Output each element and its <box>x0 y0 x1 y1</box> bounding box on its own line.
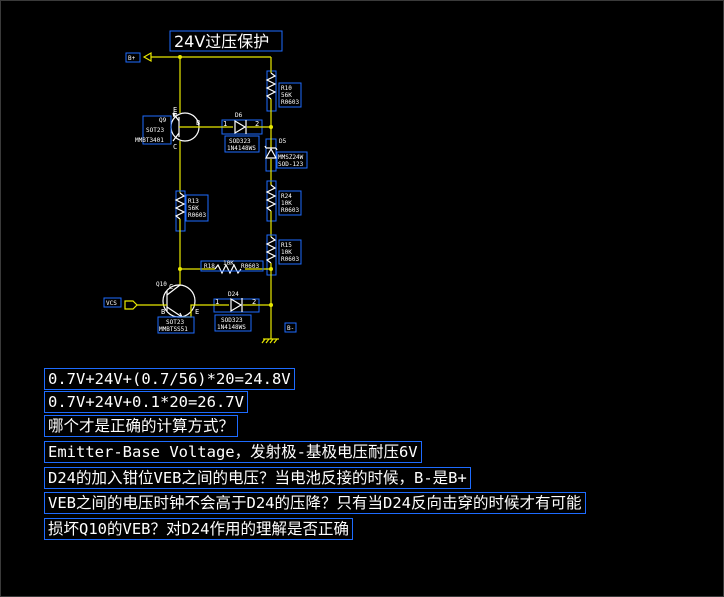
svg-text:SOD-123: SOD-123 <box>278 161 304 168</box>
svg-text:MMSZ24W: MMSZ24W <box>278 154 304 161</box>
svg-text:2: 2 <box>252 298 256 306</box>
note-veb-drop[interactable]: VEB之间的电压时钟不会高于D24的压降？只有当D24反向击穿的时候才有可能 <box>44 492 586 514</box>
bminus-ground[interactable]: B- <box>261 322 297 344</box>
diode-d24[interactable]: D24 1 2 SOD323 1N4148WS <box>209 291 271 332</box>
svg-text:R18: R18 <box>204 263 215 270</box>
svg-text:56K: 56K <box>188 205 199 212</box>
resistor-r24[interactable]: R24 10K R0603 <box>265 180 302 237</box>
svg-text:R13: R13 <box>188 198 199 205</box>
title-box[interactable] <box>169 30 283 52</box>
svg-text:R0603: R0603 <box>241 263 259 270</box>
svg-text:1: 1 <box>223 120 227 128</box>
svg-text:R0603: R0603 <box>188 212 206 219</box>
svg-text:10K: 10K <box>281 249 292 256</box>
resistor-r15[interactable]: R15 10K R0603 <box>265 234 302 335</box>
svg-text:MMBT3401: MMBT3401 <box>135 137 164 144</box>
resistor-r10[interactable]: R10 56K R0603 <box>265 57 302 127</box>
svg-text:B: B <box>196 119 200 127</box>
svg-text:B: B <box>161 308 165 316</box>
svg-text:R0603: R0603 <box>281 99 299 106</box>
svg-text:SOT23: SOT23 <box>146 127 164 134</box>
svg-text:10K: 10K <box>281 200 292 207</box>
svg-text:B-: B- <box>287 325 294 332</box>
svg-text:R0603: R0603 <box>281 256 299 263</box>
schematic-title: 24V过压保护 <box>174 32 269 51</box>
note-d24-understanding[interactable]: 损坏Q10的VEB？对D24作用的理解是否正确 <box>44 518 353 540</box>
circuit-schematic: 24V过压保护 B+ R10 56K R0603 E B C Q9 SOT23 … <box>103 30 308 344</box>
svg-text:10K: 10K <box>223 260 234 267</box>
svg-text:C: C <box>169 283 173 291</box>
note-calc-2[interactable]: 0.7V+24V+0.1*20=26.7V <box>44 391 248 413</box>
svg-text:1: 1 <box>215 298 219 306</box>
note-calc-1[interactable]: 0.7V+24V+(0.7/56)*20=24.8V <box>44 368 295 390</box>
svg-text:R10: R10 <box>281 85 292 92</box>
diode-d6[interactable]: D6 1 2 SOD323 1N4148WS <box>199 112 271 153</box>
svg-text:VCS: VCS <box>106 300 117 307</box>
svg-text:2: 2 <box>255 120 259 128</box>
svg-text:R24: R24 <box>281 193 292 200</box>
svg-text:SOT23: SOT23 <box>166 319 184 326</box>
svg-text:B+: B+ <box>128 55 136 62</box>
note-emitter-base[interactable]: Emitter-Base Voltage，发射极-基极电压耐压6V <box>44 441 422 463</box>
svg-text:56K: 56K <box>281 92 292 99</box>
note-question[interactable]: 哪个才是正确的计算方式？ <box>44 415 239 437</box>
vcs-port[interactable]: VCS <box>103 297 161 310</box>
transistor-q9[interactable]: E B C Q9 SOT23 MMBT3401 <box>135 106 200 151</box>
svg-text:1N4148WS: 1N4148WS <box>227 145 256 152</box>
svg-text:D6: D6 <box>235 112 243 119</box>
svg-text:SOD323: SOD323 <box>229 138 251 145</box>
svg-text:E: E <box>195 308 199 316</box>
svg-text:1N4148WS: 1N4148WS <box>217 324 246 331</box>
svg-text:Q10: Q10 <box>156 281 167 288</box>
zener-d5[interactable]: D5 MMSZ24W SOD-123 <box>264 127 308 185</box>
resistor-r18[interactable]: R18 10K R0603 <box>180 260 271 275</box>
svg-text:Q9: Q9 <box>159 117 167 124</box>
svg-text:MMBTSS51: MMBTSS51 <box>159 326 188 333</box>
svg-text:D5: D5 <box>279 138 287 145</box>
svg-text:R15: R15 <box>281 242 292 249</box>
svg-text:E: E <box>173 106 177 114</box>
svg-text:D24: D24 <box>228 291 239 298</box>
bplus-port[interactable]: B+ <box>125 51 152 63</box>
svg-text:R0603: R0603 <box>281 207 299 214</box>
note-d24-clamp[interactable]: D24的加入钳位VEB之间的电压？当电池反接的时候，B-是B+ <box>44 467 471 489</box>
svg-text:SOD323: SOD323 <box>221 317 243 324</box>
transistor-q10[interactable]: B C E Q10 SOT23 MMBTSS51 <box>156 281 209 334</box>
resistor-r13[interactable]: R13 56K R0603 <box>174 147 209 285</box>
svg-text:C: C <box>173 143 177 151</box>
